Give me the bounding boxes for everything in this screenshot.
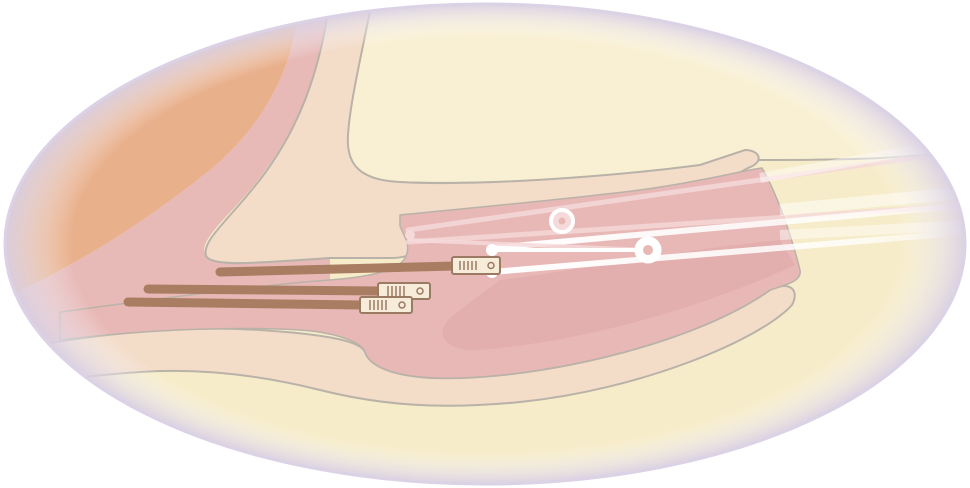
- rim-glow: [5, 4, 965, 484]
- oval-frame: [3, 2, 967, 486]
